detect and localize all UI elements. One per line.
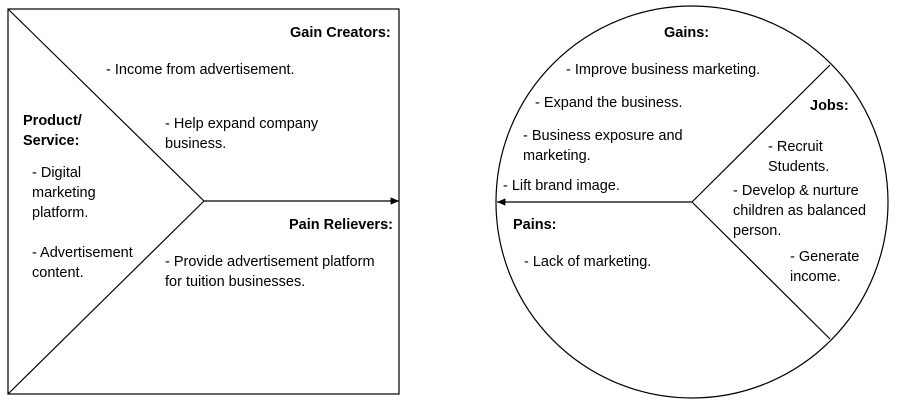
gain-creators-heading: Gain Creators:: [290, 25, 391, 41]
value-map-upper-diagonal: [7, 8, 205, 202]
pains-heading: Pains:: [513, 217, 557, 233]
gain-item: - Expand the business.: [535, 95, 683, 111]
product-service-item: - Digital marketing platform.: [32, 165, 96, 221]
pain-reliever-item: - Provide advertisement platform for tui…: [165, 254, 375, 290]
gain-creator-item: - Income from advertisement.: [106, 62, 295, 78]
job-item: - Generate income.: [790, 249, 860, 285]
product-service-heading: Product/ Service:: [23, 113, 82, 149]
gain-creator-item: - Help expand company business.: [165, 116, 319, 152]
gain-item: - Lift brand image.: [503, 178, 620, 194]
jobs-heading: Jobs:: [810, 98, 849, 114]
pain-relievers-heading: Pain Relievers:: [289, 217, 393, 233]
gain-item: - Improve business marketing.: [566, 62, 761, 78]
job-item: - Recruit Students.: [768, 139, 830, 175]
pain-item: - Lack of marketing.: [524, 254, 652, 270]
product-service-item: - Advertisement content.: [32, 245, 133, 281]
job-item: - Develop & nurture children as balanced…: [733, 183, 867, 239]
gain-item: - Business exposure and marketing.: [523, 128, 683, 164]
customer-profile-circle: [495, 5, 889, 399]
customer-profile-upper-radius: [691, 64, 831, 203]
customer-profile-lower-radius: [691, 201, 831, 340]
gains-heading: Gains:: [664, 25, 710, 41]
value-map-lower-diagonal: [7, 200, 205, 395]
